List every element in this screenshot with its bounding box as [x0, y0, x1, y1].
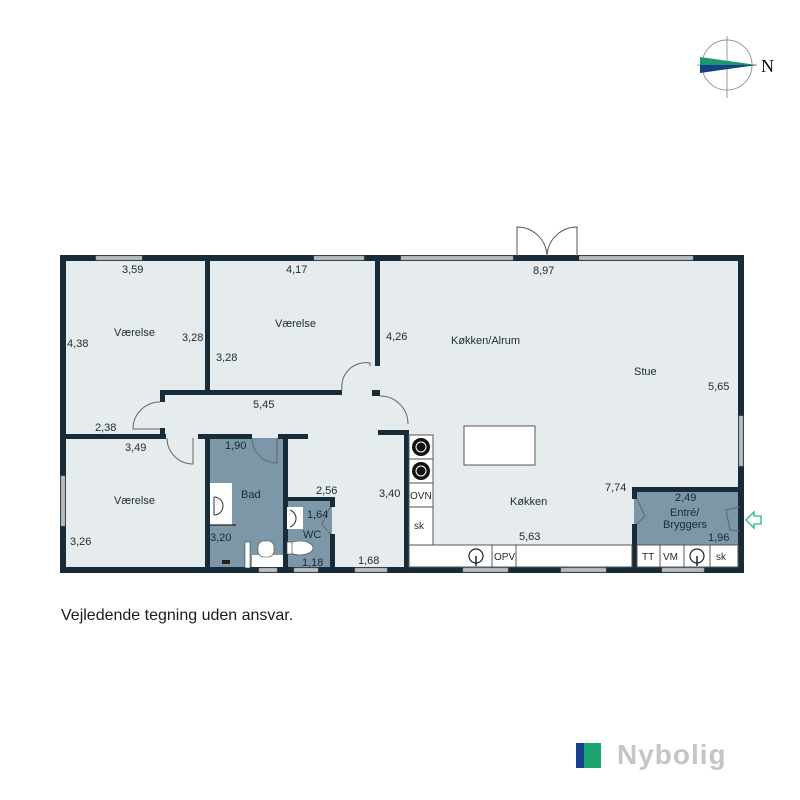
room-label-kokken: Køkken — [510, 496, 547, 508]
room-label-stue: Stue — [634, 366, 657, 378]
dim-kitchen-bottom: 5,63 — [519, 531, 540, 543]
room-label-entre: Entré/ — [670, 507, 700, 519]
dryer-label: TT — [642, 552, 654, 563]
dim-v3-top: 3,49 — [125, 442, 146, 454]
dim-kitchen-right: 7,74 — [605, 482, 626, 494]
washer-label: VM — [663, 552, 678, 563]
terrace-door — [515, 226, 579, 261]
entrance-arrow-icon — [745, 510, 762, 530]
dim-hall-bottom: 1,68 — [358, 555, 379, 567]
dim-v2-top: 4,17 — [286, 264, 307, 276]
logo-mark-icon — [576, 742, 601, 768]
room-label-bad: Bad — [241, 489, 261, 501]
kitchen-island — [463, 425, 536, 466]
dim-entre-right: 1,96 — [708, 532, 729, 544]
dim-v2-left: 3,28 — [216, 352, 237, 364]
room-label-bryggers: Bryggers — [663, 519, 708, 531]
disclaimer-text: Vejledende tegning uden ansvar. — [61, 607, 294, 624]
dim-stue-right: 5,65 — [708, 381, 729, 393]
kitchen-counter-left: OVN sk — [408, 434, 434, 546]
logo-text: Nybolig — [617, 739, 727, 770]
room-label-kokken-alrum: Køkken/Alrum — [451, 335, 520, 347]
interior-doors — [132, 362, 741, 535]
toilet-icon — [257, 540, 275, 558]
windows — [60, 255, 744, 573]
bathroom-fixtures — [210, 483, 314, 569]
dim-hall-right: 3,40 — [379, 488, 400, 500]
dim-v1-left: 4,38 — [67, 338, 88, 350]
room-label-vaerelse-3: Værelse — [114, 495, 155, 507]
dim-hall-top: 5,45 — [253, 399, 274, 411]
fridge-label: sk — [414, 521, 425, 532]
dim-bad-left: 3,20 — [210, 532, 231, 544]
stove-burner-icon — [412, 462, 430, 480]
dim-v1-bottom: 2,38 — [95, 422, 116, 434]
room-label-vaerelse-1: Værelse — [114, 327, 155, 339]
north-label: N — [761, 56, 774, 76]
dim-alrum-left: 4,26 — [386, 331, 407, 343]
stove-burner-icon — [412, 438, 430, 456]
dim-v1-top: 3,59 — [122, 264, 143, 276]
nybolig-logo: Nybolig — [576, 739, 727, 771]
dim-bad-top: 1,90 — [225, 440, 246, 452]
entre-floor — [634, 490, 740, 545]
room-label-wc: WC — [303, 529, 321, 541]
kitchen-counter-bottom: OPV — [408, 544, 633, 568]
dim-alrum-top: 8,97 — [533, 265, 554, 277]
dim-wc-top: 2,56 — [316, 485, 337, 497]
dim-wc-bottom: 1,18 — [302, 557, 323, 569]
cabinet-label: sk — [716, 552, 727, 563]
dishwasher-label: OPV — [494, 552, 515, 563]
wc-washbasin-icon — [289, 509, 297, 528]
floor — [62, 258, 740, 570]
dim-entre-top: 2,49 — [675, 492, 696, 504]
room-label-vaerelse-2: Værelse — [275, 318, 316, 330]
room-labels: Værelse Værelse Værelse Køkken/Alrum Stu… — [114, 318, 708, 541]
dim-v1-right: 3,28 — [182, 332, 203, 344]
shower-screen — [244, 541, 251, 569]
dimension-labels: 3,59 4,38 3,28 4,17 3,28 5,45 2,38 3,49 … — [67, 264, 729, 569]
washbasin-icon — [213, 496, 224, 516]
dim-v3-left: 3,26 — [70, 536, 91, 548]
oven-label: OVN — [410, 491, 432, 502]
compass-icon — [697, 36, 757, 98]
entre-appliances: TT VM sk — [636, 544, 739, 568]
dim-wc-right: 1,64 — [307, 509, 328, 521]
